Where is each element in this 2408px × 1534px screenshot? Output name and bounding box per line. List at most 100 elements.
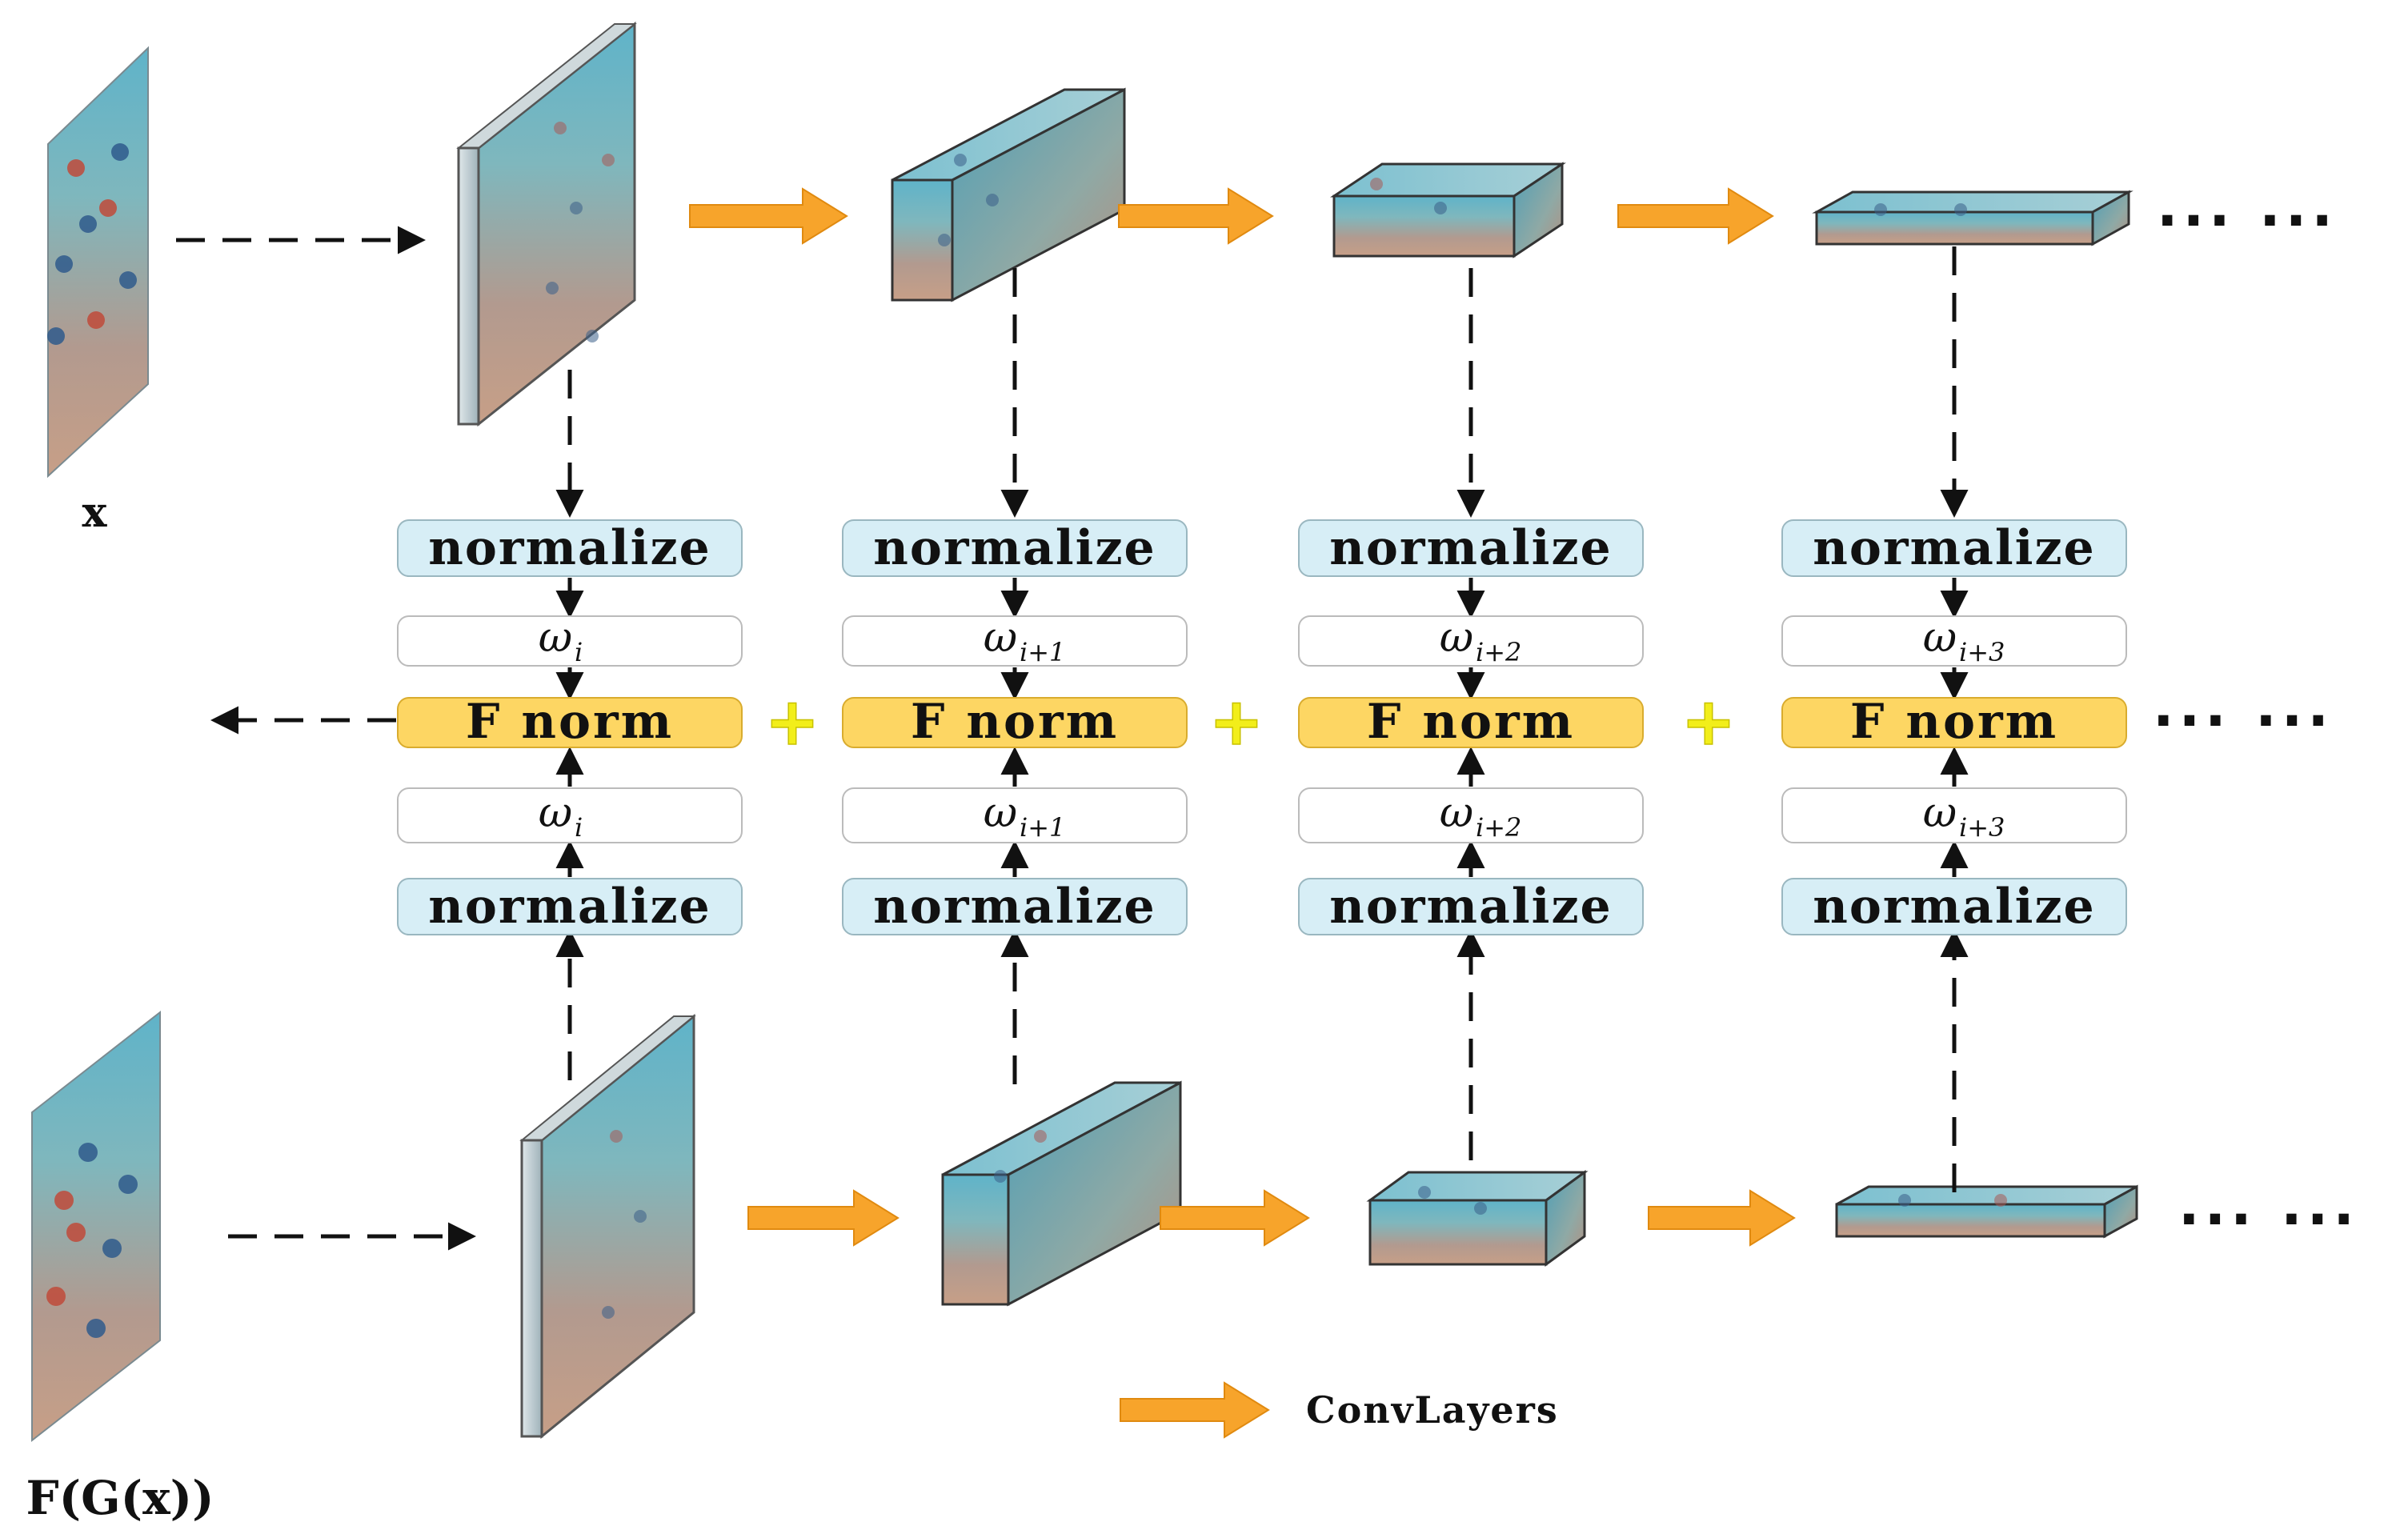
fnorm-box-4 xyxy=(1781,697,2127,748)
normalize-bottom-label-2: normalize xyxy=(873,879,1156,935)
omega-bottom-symbol-2: ω xyxy=(984,789,1017,837)
feature-map-top-4-icon-top xyxy=(1812,190,2134,214)
feature-speck xyxy=(602,154,615,166)
omega-bottom-subscript-1: i xyxy=(575,812,583,843)
omega-top-symbol-1: ω xyxy=(539,614,572,662)
feature-map-top-1-icon-edge xyxy=(457,146,480,426)
feature-map-bottom-3-icon-front xyxy=(1368,1199,1548,1266)
feature-speck xyxy=(954,154,967,166)
omega-top-box-3 xyxy=(1298,615,1644,667)
omega-top-subscript-1: i xyxy=(575,637,583,667)
feature-map-bottom-2-icon xyxy=(941,1080,1182,1307)
ellipsis-middle: ··· ··· xyxy=(2153,688,2334,754)
fish-dot xyxy=(55,255,73,273)
feature-map-bottom-2-icon-front xyxy=(941,1173,1010,1306)
fish-dot xyxy=(46,1287,66,1306)
omega-top-symbol-3: ω xyxy=(1440,614,1473,662)
omega-bottom-subscript-4: i+3 xyxy=(1959,812,2005,843)
normalize-bottom-label-3: normalize xyxy=(1329,879,1612,935)
omega-bottom-box-1 xyxy=(397,787,743,843)
conv-arrow-bottom-2 xyxy=(1160,1189,1310,1247)
normalize-bottom-box-1 xyxy=(397,878,743,935)
normalize-top-box-4 xyxy=(1781,519,2127,577)
feature-map-top-4-icon-front xyxy=(1815,210,2094,246)
omega-top-symbol-2: ω xyxy=(984,614,1017,662)
feature-speck xyxy=(1994,1194,2007,1207)
normalize-bottom-box-2 xyxy=(842,878,1188,935)
omega-top-subscript-4: i+3 xyxy=(1959,637,2005,667)
feature-map-top-3-icon xyxy=(1330,162,1566,258)
normalize-bottom-box-4 xyxy=(1781,878,2127,935)
omega-bottom-symbol-1: ω xyxy=(539,789,572,837)
plus-sign-1: + xyxy=(765,684,820,760)
feature-speck xyxy=(634,1210,647,1223)
feature-map-top-3-icon-front xyxy=(1332,194,1516,258)
omega-top-subscript-3: i+2 xyxy=(1476,637,1521,667)
feature-speck xyxy=(1418,1186,1431,1199)
feature-speck xyxy=(986,194,999,206)
omega-top-box-4 xyxy=(1781,615,2127,667)
normalize-top-label-1: normalize xyxy=(428,520,711,576)
fnorm-box-1 xyxy=(397,697,743,748)
fish-dot xyxy=(54,1191,74,1210)
feature-map-top-1-icon xyxy=(456,21,637,427)
feature-map-bottom-4-icon-front xyxy=(1835,1203,2106,1238)
normalize-top-box-2 xyxy=(842,519,1188,577)
feature-speck xyxy=(1898,1194,1911,1207)
omega-bottom-symbol-3: ω xyxy=(1440,789,1473,837)
feature-speck xyxy=(1474,1202,1487,1215)
omega-bottom-box-2 xyxy=(842,787,1188,843)
normalize-top-label-4: normalize xyxy=(1813,520,2095,576)
feature-speck xyxy=(1954,203,1967,216)
feature-speck xyxy=(938,234,951,246)
feature-speck xyxy=(554,122,567,134)
plus-sign-3: + xyxy=(1681,684,1737,760)
omega-top-box-2 xyxy=(842,615,1188,667)
feature-speck xyxy=(610,1130,623,1143)
fnorm-label-2: F norm xyxy=(911,694,1119,750)
normalize-bottom-label-4: normalize xyxy=(1813,879,2095,935)
fish-dot xyxy=(79,215,97,233)
feature-map-bottom-3-icon xyxy=(1366,1170,1589,1267)
fish-dot xyxy=(119,271,137,289)
fish-dot xyxy=(111,143,129,161)
fish-dot xyxy=(66,1223,86,1242)
input-image-fgx-icon-frame xyxy=(31,1010,161,1443)
normalize-bottom-box-3 xyxy=(1298,878,1644,935)
fish-dot xyxy=(78,1143,98,1162)
feature-map-bottom-4-icon-top xyxy=(1836,1185,2138,1206)
normalize-bottom-label-1: normalize xyxy=(428,879,711,935)
fnorm-label-1: F norm xyxy=(466,694,674,750)
feature-speck xyxy=(1034,1130,1047,1143)
normalize-top-label-3: normalize xyxy=(1329,520,1612,576)
fish-dot xyxy=(47,327,65,345)
conv-arrow-legend xyxy=(1120,1381,1270,1439)
feature-map-bottom-1-icon-edge xyxy=(520,1139,543,1438)
omega-top-subscript-2: i+1 xyxy=(1020,637,1065,667)
plus-sign-2: + xyxy=(1209,684,1264,760)
omega-bottom-box-4 xyxy=(1781,787,2127,843)
omega-top-box-1 xyxy=(397,615,743,667)
fish-dot xyxy=(102,1239,122,1258)
conv-arrow-bottom-1 xyxy=(747,1189,899,1247)
normalize-top-box-3 xyxy=(1298,519,1644,577)
fnorm-box-2 xyxy=(842,697,1188,748)
fish-dot xyxy=(118,1175,138,1194)
fnorm-box-3 xyxy=(1298,697,1644,748)
feature-speck xyxy=(570,202,583,214)
ellipsis-top: ··· ··· xyxy=(2157,188,2338,254)
feature-speck xyxy=(1370,178,1383,190)
conv-arrow-top-1 xyxy=(689,187,848,245)
input-image-fgx-icon xyxy=(31,1010,161,1443)
feature-map-bottom-4-icon xyxy=(1835,1184,2138,1239)
omega-bottom-box-3 xyxy=(1298,787,1644,843)
omega-top-symbol-4: ω xyxy=(1923,614,1957,662)
conv-arrow-bottom-3 xyxy=(1648,1189,1796,1247)
omega-bottom-subscript-3: i+2 xyxy=(1476,812,1521,843)
conv-arrow-top-2 xyxy=(1118,187,1274,245)
input-x-label: x xyxy=(82,488,107,537)
input-fgx-label: F(G(x)) xyxy=(26,1471,214,1525)
fish-dot xyxy=(86,1319,106,1338)
feature-map-top-4-icon xyxy=(1812,190,2134,246)
